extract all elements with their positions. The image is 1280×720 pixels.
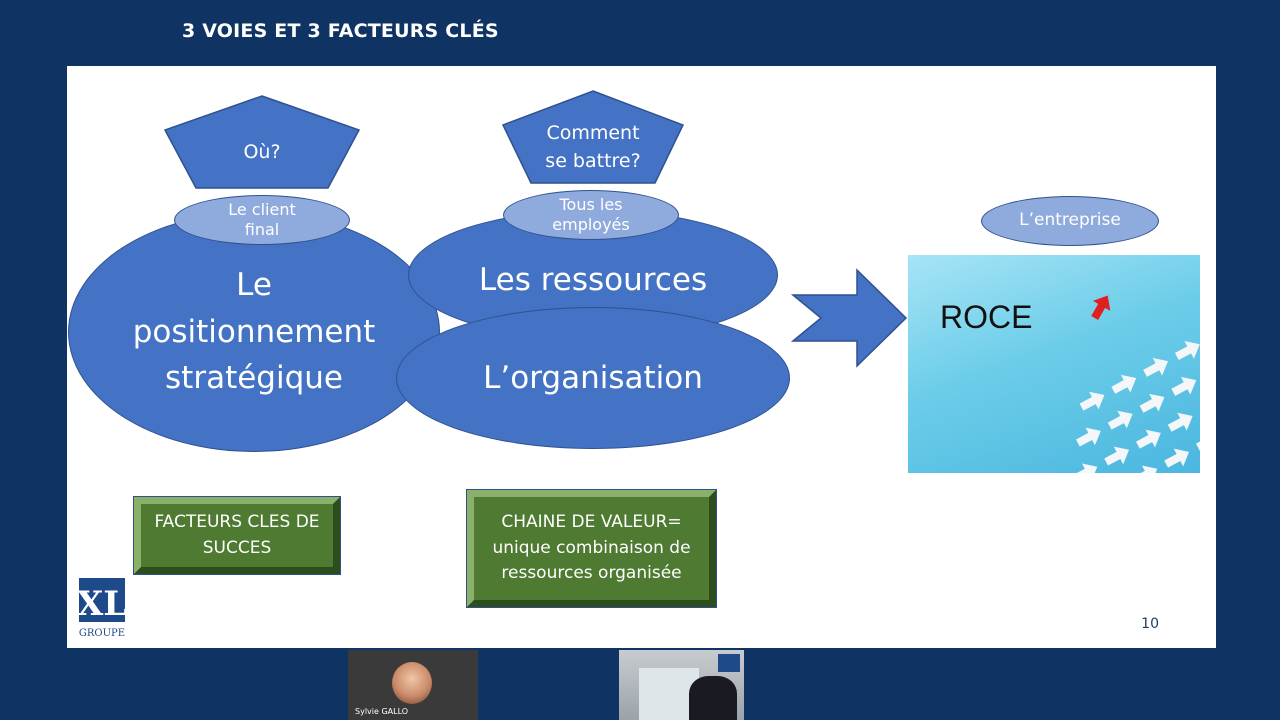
ellipse-client-final: Le client final bbox=[174, 195, 350, 245]
organisation-label: L’organisation bbox=[483, 359, 703, 396]
employes-label: Tous les employés bbox=[552, 195, 630, 234]
pentagon-comment-label: Comment se battre? bbox=[545, 122, 641, 172]
ellipse-positionnement: Le positionnement stratégique bbox=[68, 212, 440, 452]
pentagon-ou: Où? bbox=[163, 95, 361, 190]
svg-text:GROUPE: GROUPE bbox=[79, 628, 125, 639]
box-facteurs-cles: FACTEURS CLES DE SUCCES bbox=[133, 496, 341, 575]
presentation-slide: Le positionnement stratégique Les ressou… bbox=[67, 66, 1216, 648]
pentagon-comment-shape bbox=[501, 90, 685, 184]
video-tile-self[interactable] bbox=[619, 650, 744, 720]
client-final-label: Le client final bbox=[228, 200, 296, 239]
red-arrow-icon bbox=[1091, 295, 1111, 320]
facteurs-cles-label: FACTEURS CLES DE SUCCES bbox=[154, 512, 320, 558]
xl-small-logo bbox=[718, 654, 740, 672]
participant-name: Sylvie GALLO bbox=[355, 707, 409, 716]
page-number: 10 bbox=[1141, 616, 1159, 632]
ellipse-employes: Tous les employés bbox=[503, 190, 679, 240]
right-arrow-icon bbox=[791, 268, 908, 368]
arrows-illustration bbox=[1069, 295, 1200, 473]
person-silhouette bbox=[689, 676, 737, 720]
roce-label: ROCE bbox=[940, 299, 1033, 335]
avatar bbox=[392, 662, 432, 704]
pentagon-ou-shape bbox=[163, 95, 361, 189]
pentagon-comment: Comment se battre? bbox=[501, 90, 685, 185]
ellipse-organisation: L’organisation bbox=[396, 307, 790, 449]
pentagon-ou-label: Où? bbox=[243, 141, 281, 163]
xl-groupe-logo: XL GROUPE bbox=[77, 578, 128, 640]
svg-text:XL: XL bbox=[78, 584, 127, 624]
roce-image: ROCE bbox=[908, 255, 1200, 473]
slide-title: 3 VOIES ET 3 FACTEURS CLÉS bbox=[182, 20, 499, 42]
entreprise-label: L’entreprise bbox=[1019, 210, 1121, 231]
positionnement-label: Le positionnement stratégique bbox=[132, 267, 376, 397]
ellipse-entreprise: L’entreprise bbox=[981, 196, 1159, 246]
video-tile-participant[interactable]: Sylvie GALLO bbox=[348, 650, 478, 720]
box-chaine-valeur: CHAINE DE VALEUR= unique combinaison de … bbox=[466, 489, 717, 608]
chaine-valeur-label: CHAINE DE VALEUR= unique combinaison de … bbox=[492, 512, 691, 584]
ressources-label: Les ressources bbox=[478, 262, 708, 298]
